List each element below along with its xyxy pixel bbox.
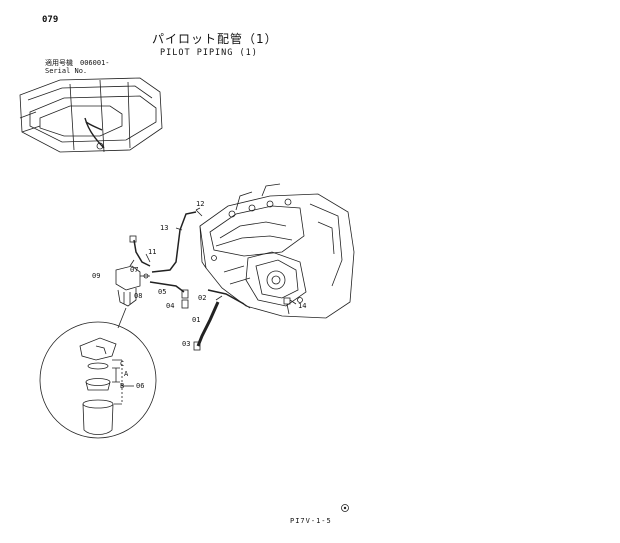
pipe-11 (129, 235, 151, 267)
serial-value: 006001- (80, 59, 110, 67)
serial-label-japanese: 適用号機 (45, 59, 73, 67)
filter-assembly (115, 259, 150, 307)
callout-11: 11 (148, 248, 156, 256)
callout-02: 02 (198, 294, 206, 302)
callout-12: 12 (196, 200, 204, 208)
callout-03: 03 (182, 340, 190, 348)
hose-01 (193, 295, 223, 351)
pipe-13 (151, 209, 203, 273)
callout-06: 06 (136, 382, 144, 390)
page-number: 079 (42, 15, 59, 25)
callout-07: 07 (130, 266, 138, 274)
callout-A: A (124, 370, 129, 378)
machine-overview-sketch (19, 77, 163, 153)
pipe-05 (149, 281, 189, 309)
callout-01: 01 (192, 316, 200, 324)
callout-08: 08 (134, 292, 142, 300)
callout-04: 04 (166, 302, 174, 310)
pipe-02 (207, 289, 291, 315)
callout-B: B (120, 382, 124, 390)
detail-leader-line (117, 307, 127, 329)
callout-14: 14 (298, 302, 306, 310)
callout-09: 09 (92, 272, 100, 280)
filter-detail-view (39, 321, 157, 439)
callout-C: C (120, 360, 124, 368)
callout-05: 05 (158, 288, 166, 296)
registration-mark (341, 504, 349, 512)
pump-assembly (199, 183, 355, 319)
serial-label-english: Serial No. (45, 67, 88, 75)
footer-code: PI7V-1-5 (290, 517, 332, 525)
title-english: PILOT PIPING (1) (160, 48, 258, 58)
title-japanese: パイロット配管（1） (152, 32, 278, 46)
callout-13: 13 (160, 224, 168, 232)
